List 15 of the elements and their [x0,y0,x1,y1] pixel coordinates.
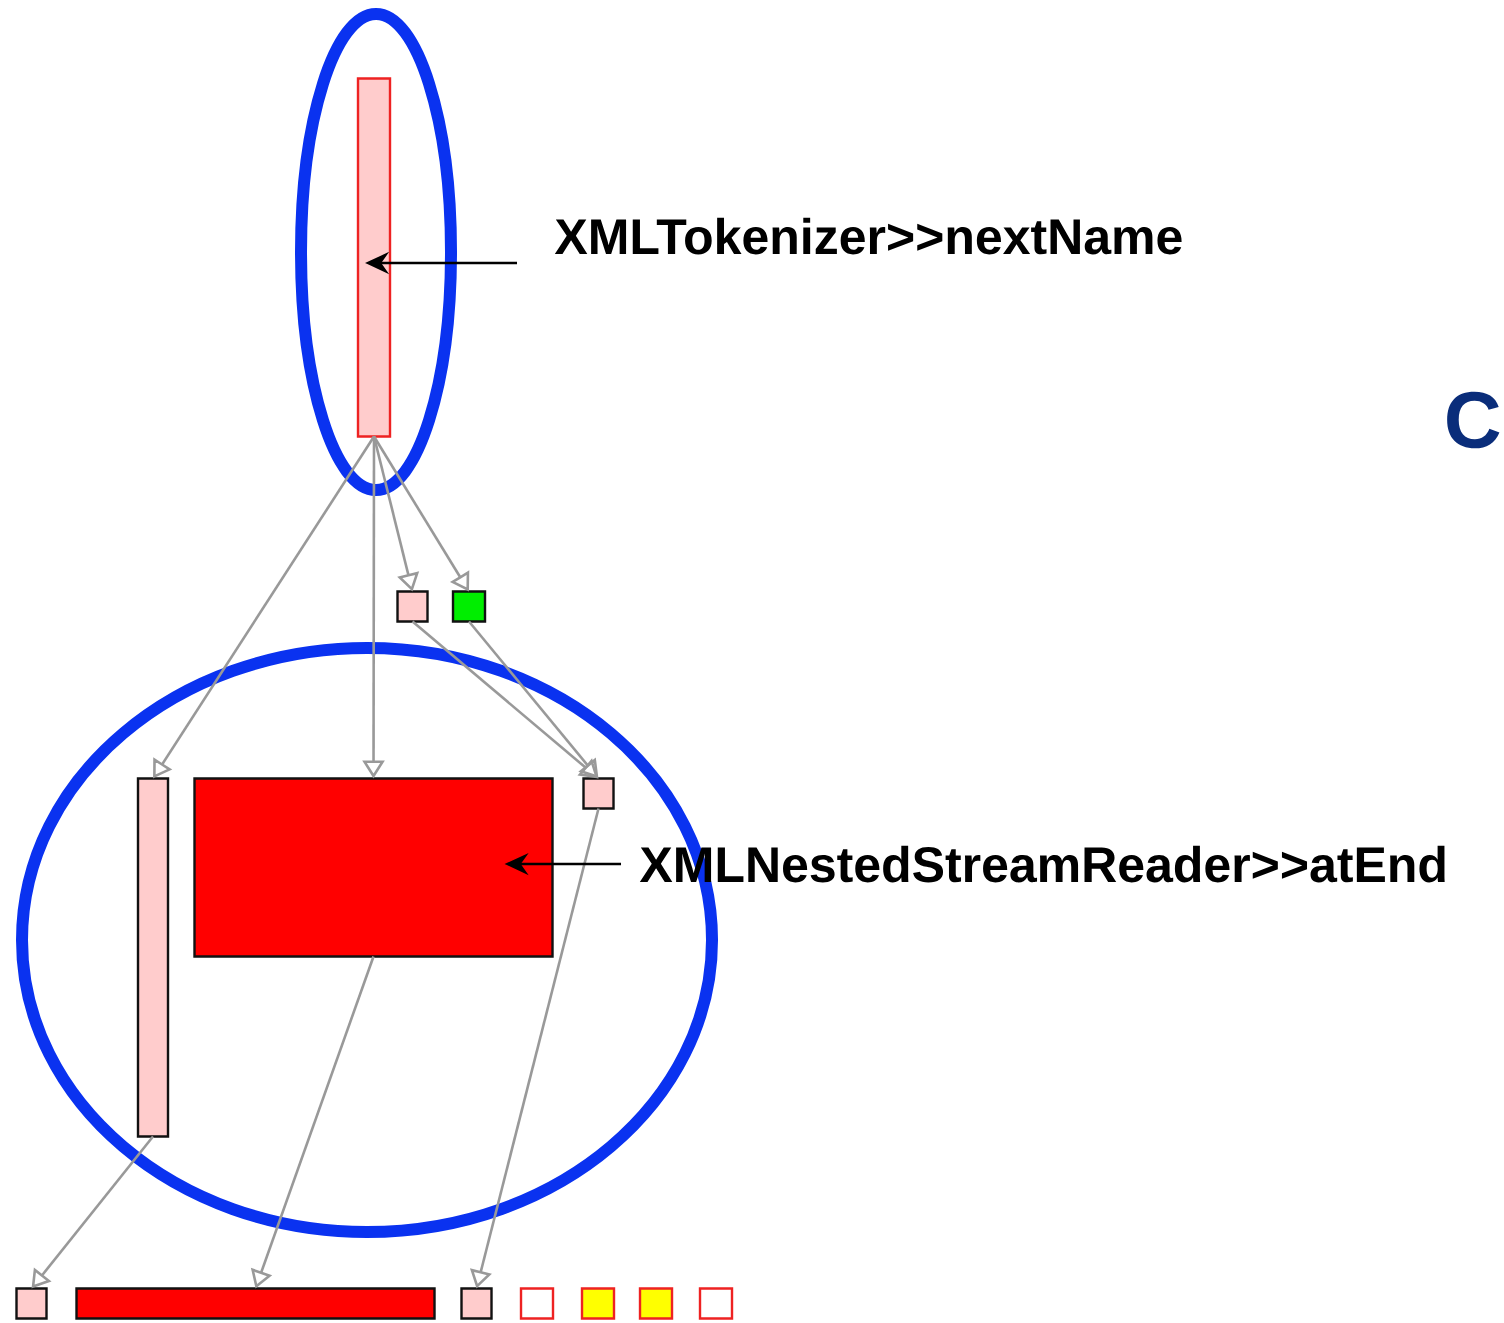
bar [136,777,170,1138]
box [15,1287,48,1320]
title-letter: C [1447,391,1500,449]
box [451,590,487,623]
box [193,777,554,958]
bar [75,1287,436,1320]
box [698,1287,734,1320]
bar [356,77,392,438]
box [396,590,429,623]
box [638,1287,674,1320]
box [582,777,615,810]
box [519,1287,555,1320]
box [580,1287,616,1320]
box [460,1287,493,1320]
node-label: XMLTokenizer>>nextName [554,217,1182,255]
